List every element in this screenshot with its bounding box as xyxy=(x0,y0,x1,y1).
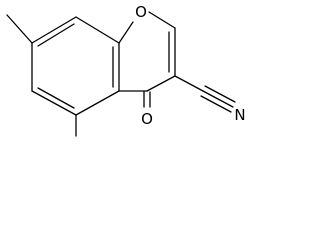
bond-c7-methyl xyxy=(6,14,33,44)
carbonyl-oxygen-label: O xyxy=(141,110,153,128)
bond-c5-c4a xyxy=(75,90,120,116)
bond-c8-c7-inner xyxy=(37,23,75,47)
bond-c3-cn xyxy=(174,75,204,92)
bond-c8a-o1 xyxy=(118,21,134,44)
bond-c6-c5-inner xyxy=(37,87,75,109)
bond-c8a-c8 xyxy=(75,16,120,44)
bond-c3-c4 xyxy=(146,75,176,92)
bond-o1-c2 xyxy=(148,11,176,29)
bond-c8-c7 xyxy=(31,16,77,44)
bond-cn-triple-1 xyxy=(202,90,234,108)
nitrile-nitrogen-label: N xyxy=(234,106,245,124)
bond-cn-triple-3 xyxy=(200,95,232,113)
chemical-structure: O O N xyxy=(6,3,246,137)
ring-oxygen-label: O xyxy=(135,3,147,21)
bond-c6-c5 xyxy=(31,90,77,116)
bond-cn-triple-2 xyxy=(204,85,236,103)
